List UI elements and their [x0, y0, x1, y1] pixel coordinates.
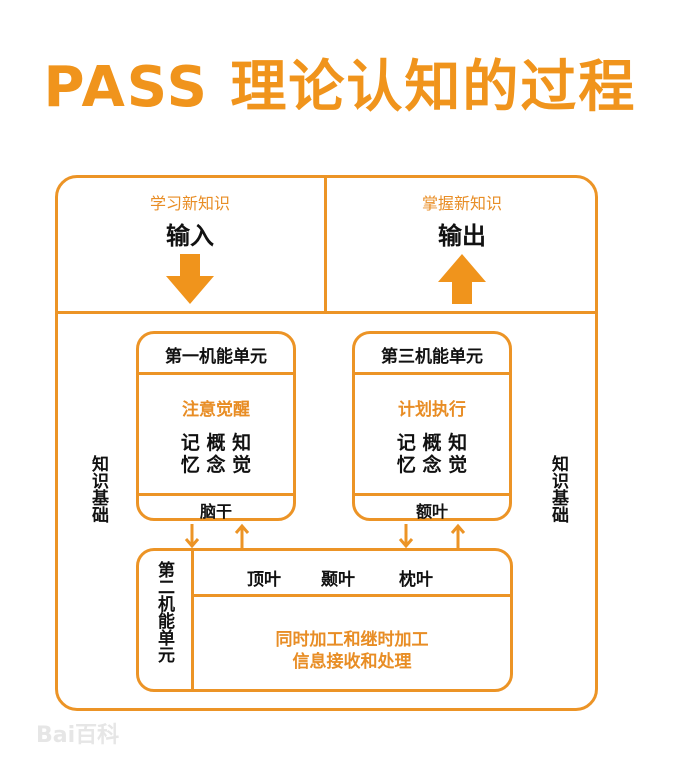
side-label-left: 知识基础 [88, 455, 108, 523]
unit1-function: 注意觉醒 [182, 400, 250, 420]
output-label: 输出 [438, 222, 486, 250]
unit1-process-line: 记 概 知 [180, 432, 252, 454]
divider [191, 551, 194, 689]
small-arrow-down-icon [184, 524, 200, 549]
unit1-region: 脑干 [199, 502, 232, 521]
unit1-box: 第一机能单元 注意觉醒 记 概 知 忆 念 觉 脑干 [136, 331, 296, 521]
unit2-title: 第二机能单元 [154, 561, 174, 663]
output-caption: 掌握新知识 [421, 194, 502, 213]
divider [191, 594, 510, 597]
divider [139, 372, 293, 375]
input-caption: 学习新知识 [149, 194, 230, 213]
unit3-region: 额叶 [415, 502, 448, 521]
unit2-region: 顶叶 [247, 570, 281, 590]
unit3-function: 计划执行 [398, 400, 466, 420]
small-arrow-down-icon [398, 524, 414, 549]
side-label-right: 知识基础 [548, 455, 568, 523]
small-arrow-up-icon [234, 523, 250, 548]
arrow-up-icon [438, 254, 486, 304]
unit2-region: 枕叶 [399, 570, 433, 590]
unit3-process-line: 忆 念 觉 [396, 454, 468, 476]
divider [139, 493, 293, 496]
watermark: Bai百科 [36, 723, 120, 748]
unit2-region: 颞叶 [321, 570, 355, 590]
diagram-title: PASS 理论认知的过程 [43, 55, 637, 120]
unit3-process-line: 记 概 知 [396, 432, 468, 454]
unit2-function-line: 信息接收和处理 [292, 652, 412, 672]
small-arrow-up-icon [450, 523, 466, 548]
unit3-title: 第三机能单元 [381, 347, 483, 367]
divider [355, 372, 509, 375]
unit1-title: 第一机能单元 [165, 347, 267, 367]
unit2-box: 第二机能单元 顶叶 颞叶 枕叶 同时加工和继时加工 信息接收和处理 [136, 548, 513, 692]
unit1-process-line: 忆 念 觉 [180, 454, 252, 476]
unit3-box: 第三机能单元 计划执行 记 概 知 忆 念 觉 额叶 [352, 331, 512, 521]
top-vertical-divider [324, 175, 327, 313]
divider [355, 493, 509, 496]
input-label: 输入 [166, 222, 214, 250]
unit2-function-line: 同时加工和继时加工 [275, 630, 429, 650]
arrow-down-icon [166, 254, 214, 304]
